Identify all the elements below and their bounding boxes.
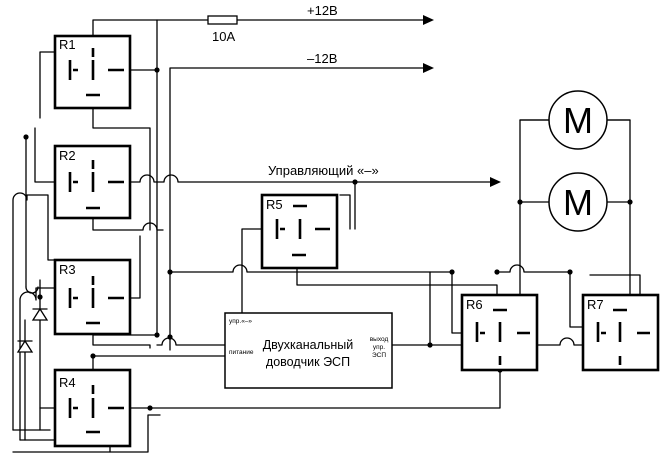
motor-top: [548, 90, 608, 150]
relay-label-r5: R5: [266, 197, 283, 212]
esp-control-input-label: упр.«–»: [229, 318, 252, 325]
junction-dot: [449, 269, 455, 275]
esp-output-label-2: упр.: [373, 344, 385, 351]
junction-dot: [627, 199, 633, 205]
diode-icon: [16, 339, 34, 353]
motor-bottom: [548, 172, 608, 232]
minus12-arrow-icon: [423, 63, 434, 73]
minus12-label: –12В: [307, 51, 337, 66]
junction-dot: [90, 353, 96, 359]
esp-output-label-3: ЭСП: [372, 352, 386, 359]
esp-title-line2: доводчик ЭСП: [266, 355, 350, 369]
relay-r4: [53, 368, 132, 448]
fuse-label: 10А: [212, 29, 235, 44]
relay-r3: [53, 258, 132, 336]
control-arrow-icon: [490, 177, 501, 187]
junction-dot: [517, 199, 523, 205]
plus12-label: +12В: [307, 3, 338, 18]
junction-dot: [567, 269, 573, 275]
arrows: [423, 15, 501, 187]
esp-power-input-label: питание: [229, 349, 254, 356]
esp-title-line1: Двухканальный: [263, 338, 354, 352]
junction-dot: [154, 67, 160, 73]
junction-dot: [147, 405, 153, 411]
relay-r1: [53, 34, 132, 110]
relay-label-r3: R3: [59, 262, 76, 277]
relay-label-r2: R2: [59, 148, 76, 163]
relay-label-r6: R6: [466, 297, 483, 312]
wires: [12, 19, 659, 453]
junction-dot: [494, 269, 500, 275]
junction-dot: [427, 342, 433, 348]
junction-dot: [167, 334, 173, 340]
junction-dot: [23, 134, 29, 140]
relay-r6: [460, 293, 539, 372]
esp-module: [224, 312, 393, 389]
junction-dot: [154, 332, 160, 338]
relay-label-r7: R7: [587, 297, 604, 312]
junction-dot: [37, 294, 43, 300]
relay-r2: [53, 144, 132, 220]
motor-label-bottom: M: [563, 182, 593, 223]
labels: +12В –12В 10А Управляющий «–» R1 R2 R3 R…: [59, 3, 604, 390]
relay-r7: [581, 293, 660, 372]
junction-dot: [167, 269, 173, 275]
relay-label-r4: R4: [59, 375, 76, 390]
plus12-arrow-icon: [423, 15, 434, 25]
motor-label-top: M: [563, 100, 593, 141]
diode-icon: [31, 307, 49, 321]
relay-label-r1: R1: [59, 37, 76, 52]
junction-dot: [352, 179, 358, 185]
esp-output-label-1: выход: [370, 336, 389, 343]
control-signal-label: Управляющий «–»: [268, 163, 379, 178]
relay-r5: [260, 193, 339, 270]
fuse-icon: [207, 15, 238, 25]
